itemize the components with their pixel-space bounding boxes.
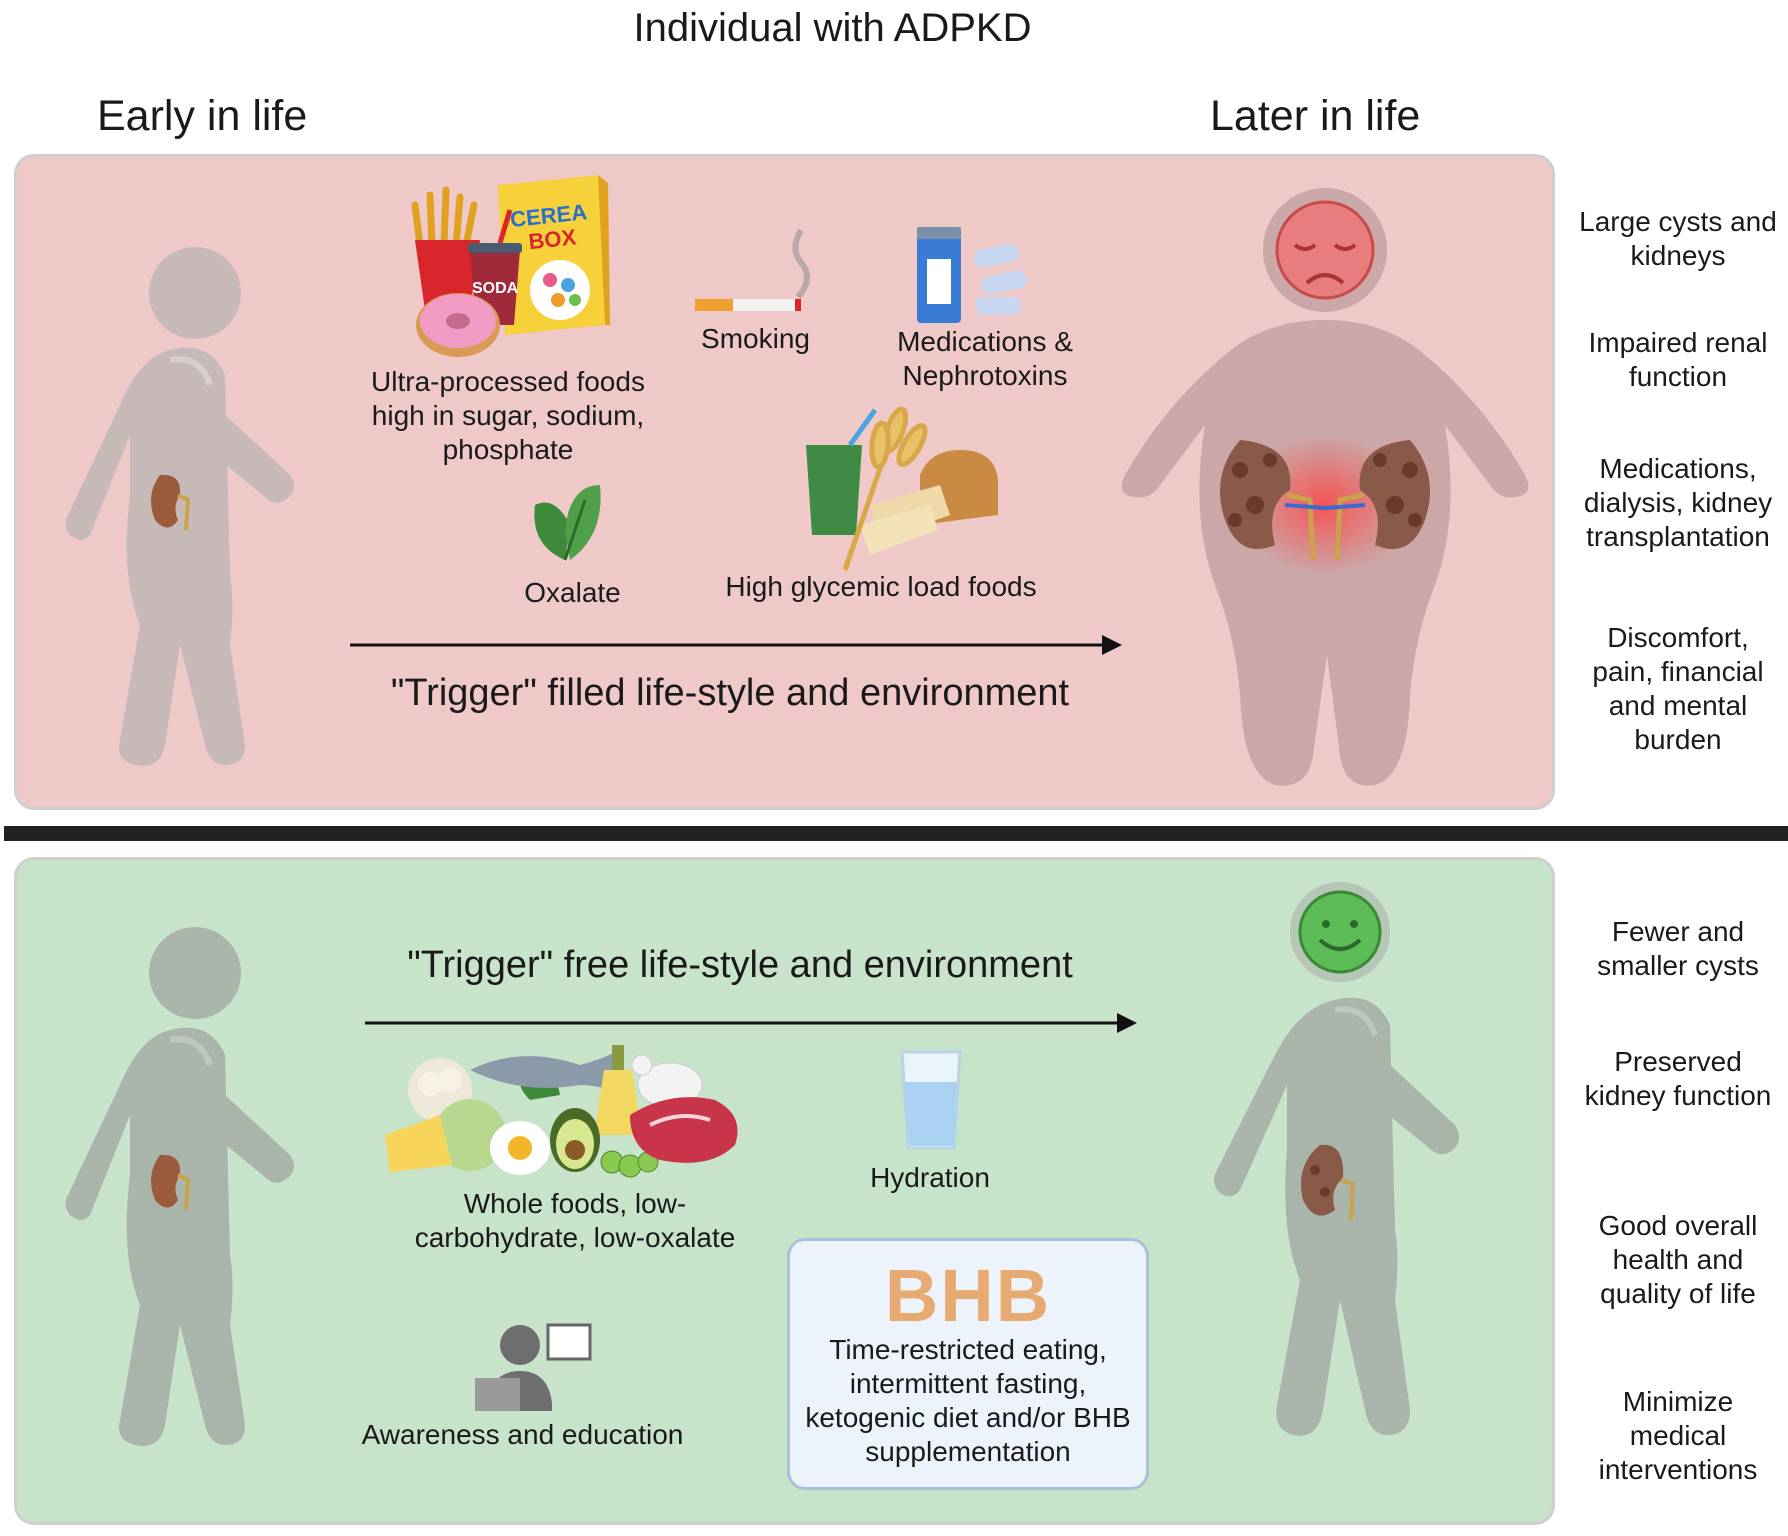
capsule-icon — [973, 243, 1027, 315]
later-in-life-heading: Later in life — [1210, 92, 1421, 140]
presentation-board-icon — [546, 1323, 592, 1361]
fries-icon — [411, 186, 480, 310]
reader-icon — [475, 1325, 552, 1411]
early-in-life-heading: Early in life — [97, 92, 308, 140]
bhb-box: BHB Time-restricted eating, intermittent… — [787, 1238, 1149, 1490]
outcome-large-cysts: Large cysts and kidneys — [1579, 206, 1777, 271]
outcome-impaired-renal: Impaired renal function — [1588, 327, 1768, 392]
svg-text:BOX: BOX — [527, 224, 577, 254]
oxalate-label: Oxalate — [524, 577, 621, 608]
progression-arrow — [350, 635, 1122, 655]
spinach-icon — [534, 485, 601, 561]
ultra-processed-foods-icon: CEREA BOX SODA — [411, 175, 610, 357]
medications-label: Medications & Nephrotoxins — [897, 326, 1073, 391]
outcome-good-health: Good overall health and quality of life — [1598, 1210, 1758, 1309]
hydration-label: Hydration — [870, 1162, 990, 1193]
cigarette-icon — [695, 228, 810, 311]
outcome-preserved-function: Preserved kidney function — [1584, 1046, 1772, 1111]
kidney-icon — [1301, 1144, 1356, 1221]
awareness-education-label: Awareness and education — [361, 1419, 684, 1450]
wheat-icon — [842, 406, 928, 571]
outcome-minimize-interventions: Minimize medical interventions — [1598, 1386, 1758, 1485]
water-glass-icon — [900, 1050, 962, 1150]
fish-icon — [470, 1050, 625, 1095]
sad-face-icon — [1275, 200, 1375, 300]
egg-icon — [490, 1121, 550, 1175]
bhb-description: Time-restricted eating, intermittent fas… — [805, 1334, 1131, 1467]
medications-icon — [917, 227, 1027, 323]
whole-foods-icon — [385, 1045, 738, 1178]
diagram-title: Individual with ADPKD — [633, 6, 1032, 50]
cereal-box-icon: CEREA BOX — [498, 175, 610, 335]
progression-arrow — [365, 1013, 1137, 1033]
bhb-title: BHB — [884, 1254, 1052, 1337]
pill-bottle-icon — [917, 227, 961, 323]
outcome-fewer-cysts: Fewer and smaller cysts — [1597, 916, 1759, 981]
whole-foods-label: Whole foods, low-carbohydrate, low-oxala… — [414, 1188, 736, 1253]
soda-text: SODA — [472, 280, 519, 297]
trigger-filled-banner: "Trigger" filled life-style and environm… — [390, 672, 1070, 714]
happy-face-icon — [1290, 882, 1390, 982]
ultra-processed-foods-label: Ultra-processed foods high in sugar, sod… — [371, 366, 645, 465]
cheese-icon — [385, 1115, 452, 1172]
section-divider — [4, 826, 1788, 841]
walking-person-icon — [65, 247, 294, 766]
oil-bottle-icon — [594, 1045, 642, 1135]
trigger-free-banner: "Trigger" free life-style and environmen… — [407, 944, 1073, 986]
kidney-icon — [151, 474, 191, 531]
steak-icon — [630, 1097, 738, 1163]
walking-person-icon — [65, 927, 294, 1446]
high-glycemic-foods-icon — [806, 406, 998, 571]
outcome-discomfort: Discomfort, pain, financial and mental b… — [1592, 622, 1764, 755]
smoothie-icon — [806, 408, 878, 535]
avocado-icon — [550, 1108, 600, 1172]
obese-person-icon — [1121, 188, 1529, 786]
smoking-label: Smoking — [701, 323, 810, 354]
kidney-icon — [1220, 440, 1430, 561]
donut-icon — [416, 293, 500, 357]
outcome-medications-dialysis: Medications, dialysis, kidney transplant… — [1583, 453, 1773, 552]
awareness-education-icon — [475, 1323, 592, 1411]
kidney-icon — [151, 1154, 191, 1211]
walking-person-icon — [1213, 882, 1459, 1436]
bread-icon — [860, 450, 998, 555]
high-glycemic-foods-label: High glycemic load foods — [725, 571, 1037, 602]
